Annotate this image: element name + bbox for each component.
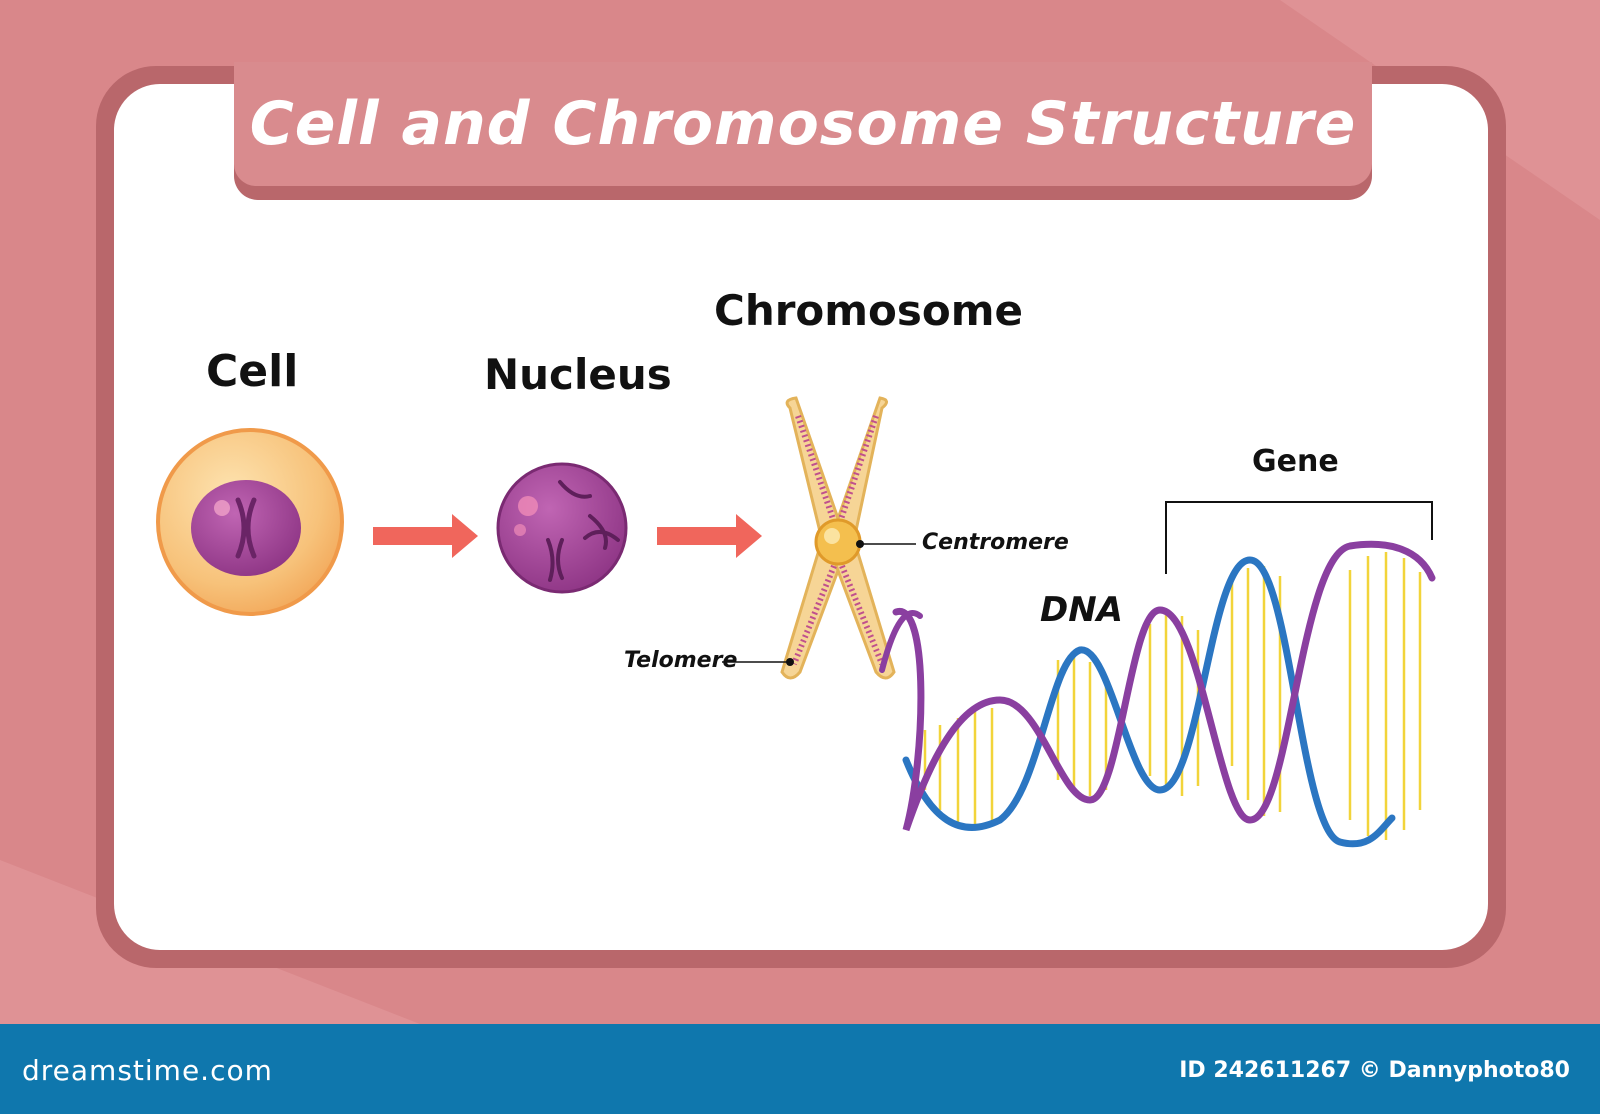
gene-label: Gene: [1252, 444, 1339, 479]
centromere-pointer: [856, 540, 916, 548]
arrow-icon: [657, 514, 762, 558]
page-title: Cell and Chromosome Structure: [249, 89, 1357, 159]
telomere-label: Telomere: [624, 648, 738, 673]
dna-label: DNA: [1040, 590, 1123, 630]
gene-bracket: [1165, 501, 1433, 574]
footer-credit: ID 242611267 © Dannyphoto80: [1179, 1058, 1570, 1083]
dna-helix: [879, 540, 1436, 848]
centromere-label: Centromere: [922, 530, 1069, 555]
footer-brand: dreamstime.com: [22, 1054, 273, 1087]
cell-label: Cell: [206, 346, 299, 397]
chromosome-illustration: [780, 396, 896, 680]
arrow-icon: [373, 514, 478, 558]
chromosome-label: Chromosome: [714, 286, 1024, 335]
footer-bar: [0, 1024, 1600, 1114]
cell-illustration: [156, 428, 344, 616]
title-banner: Cell and Chromosome Structure: [234, 62, 1372, 186]
nucleus-label: Nucleus: [484, 350, 672, 399]
telomere-pointer: [722, 658, 794, 666]
nucleus-illustration: [496, 462, 628, 594]
